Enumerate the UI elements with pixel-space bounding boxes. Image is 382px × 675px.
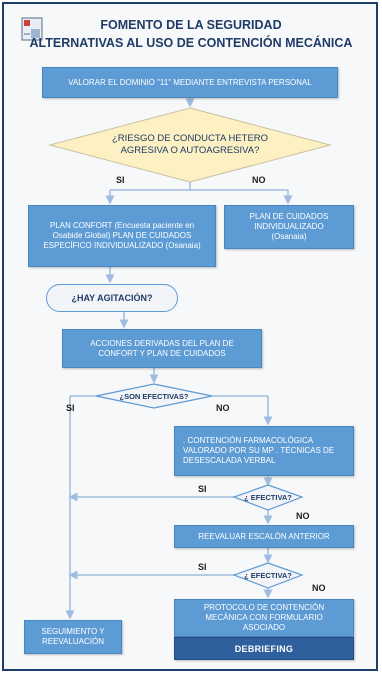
efectiva-2-question: ¿ EFECTIVA? bbox=[244, 570, 292, 580]
no-label-3: NO bbox=[296, 511, 310, 521]
seguimiento-box: SEGUIMIENTO Y REEVALUACIÓN bbox=[24, 620, 122, 654]
valorar-box: VALORAR EL DOMINIO "11" MEDIANTE ENTREVI… bbox=[42, 67, 338, 98]
farmacologica-box: . CONTENCIÓN FARMACOLÓGICA VALORADO POR … bbox=[174, 426, 354, 476]
plan-cuidados-box: PLAN DE CUIDADOS INDIVIDUALIZADO (Osanai… bbox=[224, 205, 354, 249]
no-label-2: NO bbox=[216, 403, 230, 413]
no-label-4: NO bbox=[312, 583, 326, 593]
protocolo-box: PROTOCOLO DE CONTENCIÓN MECÁNICA CON FOR… bbox=[174, 599, 354, 637]
efectiva-2-diamond bbox=[232, 562, 304, 589]
reevaluar-box: REEVALUAR ESCALÓN ANTERIOR bbox=[174, 525, 354, 548]
no-label-1: NO bbox=[252, 175, 266, 185]
riesgo-diamond bbox=[48, 107, 332, 183]
si-label-1: SI bbox=[116, 175, 125, 185]
page-title-line1: FOMENTO DE LA SEGURIDAD bbox=[100, 18, 282, 32]
debriefing-box: DEBRIEFING bbox=[174, 637, 354, 660]
acciones-box: ACCIONES DERIVADAS DEL PLAN DE CONFORT Y… bbox=[62, 329, 262, 368]
page-title-line2: ALTERNATIVAS AL USO DE CONTENCIÓN MECÁNI… bbox=[29, 36, 353, 50]
efectivas-diamond bbox=[95, 383, 213, 409]
efectiva-1-diamond bbox=[232, 484, 304, 511]
plan-confort-box: PLAN CONFORT (Encuesta paciente en Osabi… bbox=[28, 205, 216, 267]
efectivas-question: ¿SON EFECTIVAS? bbox=[119, 391, 189, 401]
riesgo-question: ¿RIESGO DE CONDUCTA HETERO AGRESIVA O AU… bbox=[111, 133, 269, 156]
efectiva-1-question: ¿ EFECTIVA? bbox=[244, 492, 292, 502]
hospital-logo-icon bbox=[21, 17, 43, 41]
agitacion-question: ¿HAY AGITACIÓN? bbox=[46, 284, 178, 312]
si-label-2: SI bbox=[66, 403, 75, 413]
si-label-3: SI bbox=[198, 484, 207, 494]
si-label-4: SI bbox=[198, 562, 207, 572]
